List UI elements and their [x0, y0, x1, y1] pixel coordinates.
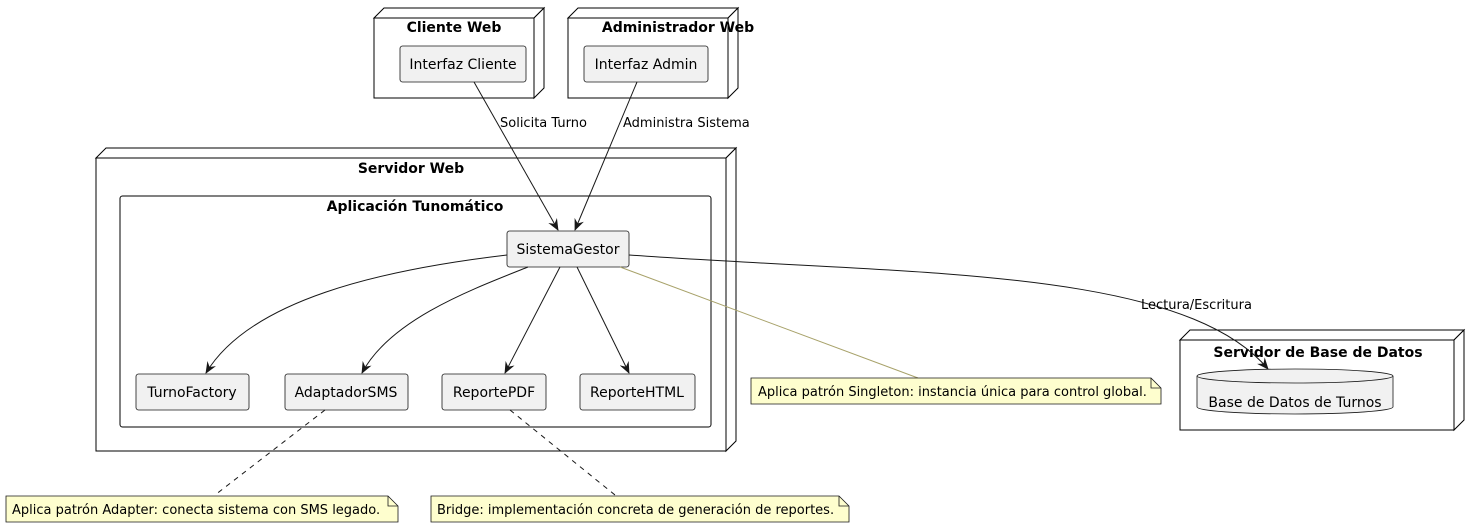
note-bridge: Bridge: implementación concreta de gener…	[430, 495, 850, 523]
component-label: ReportePDF	[453, 385, 535, 401]
component-label: Interfaz Cliente	[409, 57, 516, 73]
node-title-administrador-web: Administrador Web	[602, 20, 754, 36]
note-adapter: Aplica patrón Adapter: conecta sistema c…	[5, 495, 399, 523]
note-connector-bridge	[509, 409, 616, 496]
note-connector-adapter	[214, 409, 326, 496]
edge-label-administra-sistema: Administra Sistema	[623, 116, 750, 131]
component-interfaz-cliente[interactable]: Interfaz Cliente	[399, 45, 527, 83]
component-reporte-pdf[interactable]: ReportePDF	[441, 373, 547, 411]
package-title: Aplicación Tunomático	[327, 199, 504, 215]
edge-to-reporte-html	[576, 266, 630, 374]
edge-administra-sistema: Administra Sistema	[574, 81, 750, 231]
node-title-cliente-web: Cliente Web	[407, 20, 502, 36]
component-label: Interfaz Admin	[595, 57, 698, 73]
edge-to-adaptador-sms	[361, 266, 529, 374]
note-singleton: Aplica patrón Singleton: instancia única…	[750, 377, 1162, 405]
note-text-singleton: Aplica patrón Singleton: instancia única…	[758, 385, 1147, 400]
component-reporte-html[interactable]: ReporteHTML	[579, 373, 696, 411]
component-label: ReporteHTML	[590, 385, 684, 401]
component-sistema-gestor[interactable]: SistemaGestor	[506, 230, 630, 268]
database-label: Base de Datos de Turnos	[1208, 395, 1381, 411]
note-text-adapter: Aplica patrón Adapter: conecta sistema c…	[12, 503, 380, 518]
component-label: AdaptadorSMS	[295, 385, 398, 401]
edge-label-solicita-turno: Solicita Turno	[500, 116, 587, 131]
edge-to-turno-factory	[205, 254, 508, 374]
component-adaptador-sms[interactable]: AdaptadorSMS	[284, 373, 409, 411]
component-turno-factory[interactable]: TurnoFactory	[135, 373, 250, 411]
component-label: TurnoFactory	[146, 385, 236, 401]
component-label: SistemaGestor	[517, 242, 620, 258]
database-base-datos-turnos[interactable]: Base de Datos de Turnos	[1196, 368, 1394, 415]
note-connector-singleton	[619, 266, 919, 379]
component-interfaz-admin[interactable]: Interfaz Admin	[583, 45, 709, 83]
edge-lectura-escritura: Lectura/Escritura	[628, 254, 1269, 370]
edge-solicita-turno: Solicita Turno	[473, 81, 587, 231]
note-text-bridge: Bridge: implementación concreta de gener…	[437, 503, 834, 518]
edge-label-lectura-escritura: Lectura/Escritura	[1141, 298, 1252, 313]
edge-to-reporte-pdf	[504, 266, 561, 374]
node-title-servidor-base-datos: Servidor de Base de Datos	[1213, 345, 1422, 361]
node-title-servidor-web: Servidor Web	[358, 161, 464, 177]
